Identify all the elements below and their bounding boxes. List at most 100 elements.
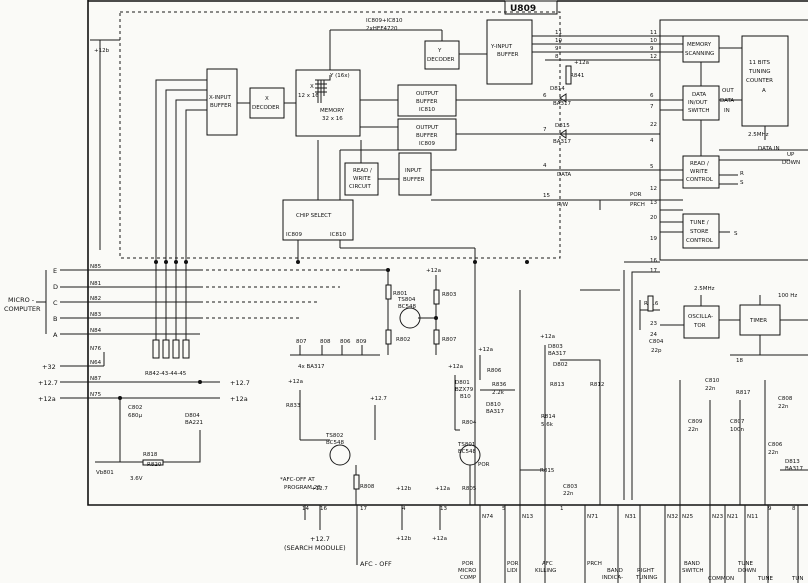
ob810-label3: IC810	[419, 107, 435, 113]
chip-note-1: IC809+IC810	[366, 18, 403, 24]
up-label: UP	[787, 152, 795, 158]
ic-boundary	[119, 11, 561, 259]
d809: 809	[356, 339, 367, 345]
d815-symbol	[559, 129, 567, 139]
n71: N71	[587, 514, 598, 520]
c809: C809	[688, 419, 703, 425]
module-title: U809	[510, 4, 536, 14]
n11: N11	[747, 514, 758, 520]
c804-val: 22p	[651, 348, 662, 354]
c809-val: 22n	[688, 427, 699, 433]
afc-note: *AFC-OFF AT	[280, 477, 315, 483]
c808-val: 22n	[778, 404, 789, 410]
n13: N13	[522, 514, 534, 520]
ba317x4: 4x BA317	[298, 364, 325, 370]
out-label: OUT	[722, 88, 734, 94]
rw-circuit-label3: CIRCUIT	[349, 184, 371, 190]
chip-select-ic810: IC810	[330, 232, 346, 238]
chip-select	[282, 199, 354, 241]
r807: R807	[442, 337, 457, 343]
plus12a-ts802: +12a	[288, 379, 303, 385]
ts802-type: BC548	[326, 440, 345, 446]
ts801-type: BC548	[458, 449, 477, 455]
bottom-leads-left	[304, 505, 441, 565]
pin-13: 13	[440, 506, 447, 512]
r806: R806	[487, 368, 502, 374]
plus12a-b2: +12a	[432, 536, 447, 542]
output-buffer-ic810	[397, 84, 457, 117]
plus12a-b: +12a	[435, 486, 450, 492]
d804: D804	[185, 413, 200, 419]
por-label: POR	[630, 192, 642, 198]
c806: C806	[768, 442, 783, 448]
plus12a-top: +12a	[574, 60, 589, 66]
r814-val: 5.6k	[541, 422, 554, 428]
c808: C808	[778, 396, 793, 402]
ts802-wiring	[299, 390, 376, 505]
y-input-buffer-label: Y-INPUT	[490, 44, 513, 50]
read-write-circuit	[344, 162, 379, 196]
pin-4: 4	[402, 506, 406, 512]
input-buffer-label: INPUT	[405, 168, 422, 174]
pin-17: 17	[360, 506, 367, 512]
n81: N81	[90, 281, 101, 287]
ds-label: DATA	[692, 92, 706, 98]
input-buffer-label2: BUFFER	[403, 177, 425, 183]
d803: D803	[548, 344, 563, 350]
memory-grid-label2: 12 x 16	[298, 93, 319, 99]
d810: D810	[486, 402, 501, 408]
c802-val: 680μ	[128, 413, 142, 419]
resistor-array-leads	[155, 262, 187, 340]
n21: N21	[727, 514, 738, 520]
search-plus: +12.7	[310, 535, 330, 543]
line-a: A	[53, 331, 58, 339]
sig-afc: AFC	[542, 561, 553, 567]
pin-s-22: 22	[650, 122, 657, 128]
chip-note-2: 2xHEF4720	[366, 26, 398, 32]
data-bus	[540, 99, 660, 201]
sig-afc-2: KILLING	[535, 568, 556, 574]
c807: C807	[730, 419, 745, 425]
r804: R804	[462, 420, 477, 426]
n83: N83	[90, 312, 102, 318]
n82: N82	[90, 296, 101, 302]
d808: 808	[320, 339, 331, 345]
ds-label2: IN/OUT	[688, 100, 708, 106]
data-lines-in	[88, 269, 200, 335]
r841-body	[565, 65, 572, 85]
d804-type: BA221	[185, 420, 203, 426]
n84: N84	[90, 328, 102, 334]
d803-wiring	[519, 290, 601, 505]
data-label: DATA	[557, 172, 571, 178]
r818: R818	[143, 452, 158, 458]
n31: N31	[625, 514, 636, 520]
pin-s-13: 13	[650, 200, 657, 206]
ts801-wiring	[454, 355, 515, 505]
tsc-label3: CONTROL	[686, 238, 714, 244]
n25: N25	[682, 514, 694, 520]
tc-label2: TUNING	[748, 69, 771, 75]
ts804-type: BC548	[398, 304, 417, 310]
y-decoder	[424, 40, 460, 70]
memory-grid-label3: X	[310, 84, 314, 90]
d806: 806	[340, 339, 351, 345]
c810-val: 22n	[705, 386, 716, 392]
timer-label: TIMER	[749, 318, 767, 324]
n76: N76	[90, 346, 102, 352]
tc-label4: A	[762, 88, 766, 94]
d813: D813	[785, 459, 800, 465]
d813-type: BA317	[785, 466, 804, 472]
plus12b-top: +12b	[94, 48, 110, 54]
control-wiring	[660, 35, 808, 233]
pin-s-24: 24	[650, 332, 657, 338]
ts801: TS801	[457, 442, 475, 448]
rw-circuit-label: READ /	[353, 168, 372, 174]
pin-s-19: 19	[650, 236, 657, 242]
pin-16: 16	[320, 506, 327, 512]
pin-s-4: 4	[650, 138, 654, 144]
pin-s-12: 12	[650, 186, 657, 192]
r836-val: 2.2k	[492, 390, 505, 396]
pin-s-6: 6	[650, 93, 654, 99]
ts804: TS804	[397, 297, 416, 303]
rw-circuit-label2: WRITE	[353, 176, 371, 182]
